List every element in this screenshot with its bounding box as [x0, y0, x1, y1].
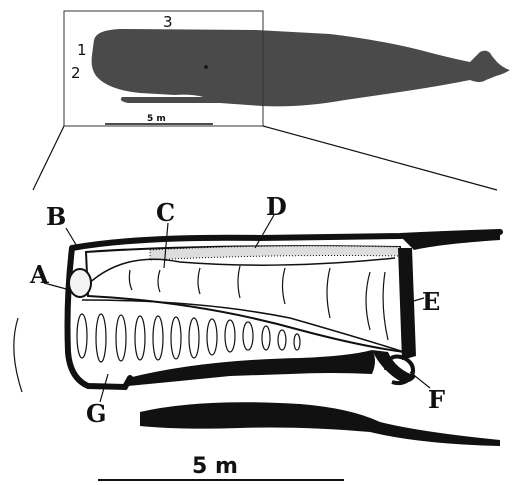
whale-eye	[204, 65, 208, 69]
detail-scale-label: 5 m	[192, 454, 238, 479]
label-2: 2	[71, 64, 81, 82]
zoom-line-right	[263, 126, 497, 190]
overview-scale-label: 5 m	[147, 114, 166, 124]
right-wall	[398, 248, 416, 360]
label-g: G	[86, 399, 107, 428]
label-e: E	[422, 287, 440, 316]
label-c: C	[156, 198, 175, 227]
label-3: 3	[163, 13, 173, 31]
whale-overview: 3 1 2 5 m	[33, 11, 510, 190]
zoom-line-left	[33, 126, 64, 190]
whale-body	[92, 29, 510, 106]
label-1: 1	[77, 41, 87, 59]
organ-a	[69, 269, 91, 297]
water-arc	[14, 318, 22, 392]
label-b: B	[46, 202, 66, 231]
lower-jaw	[140, 402, 500, 446]
head-detail: A B C D E F G 5 m	[14, 192, 500, 480]
label-a: A	[29, 260, 49, 289]
skull-mass	[128, 350, 375, 386]
label-f: F	[428, 385, 445, 414]
label-d: D	[266, 192, 287, 221]
